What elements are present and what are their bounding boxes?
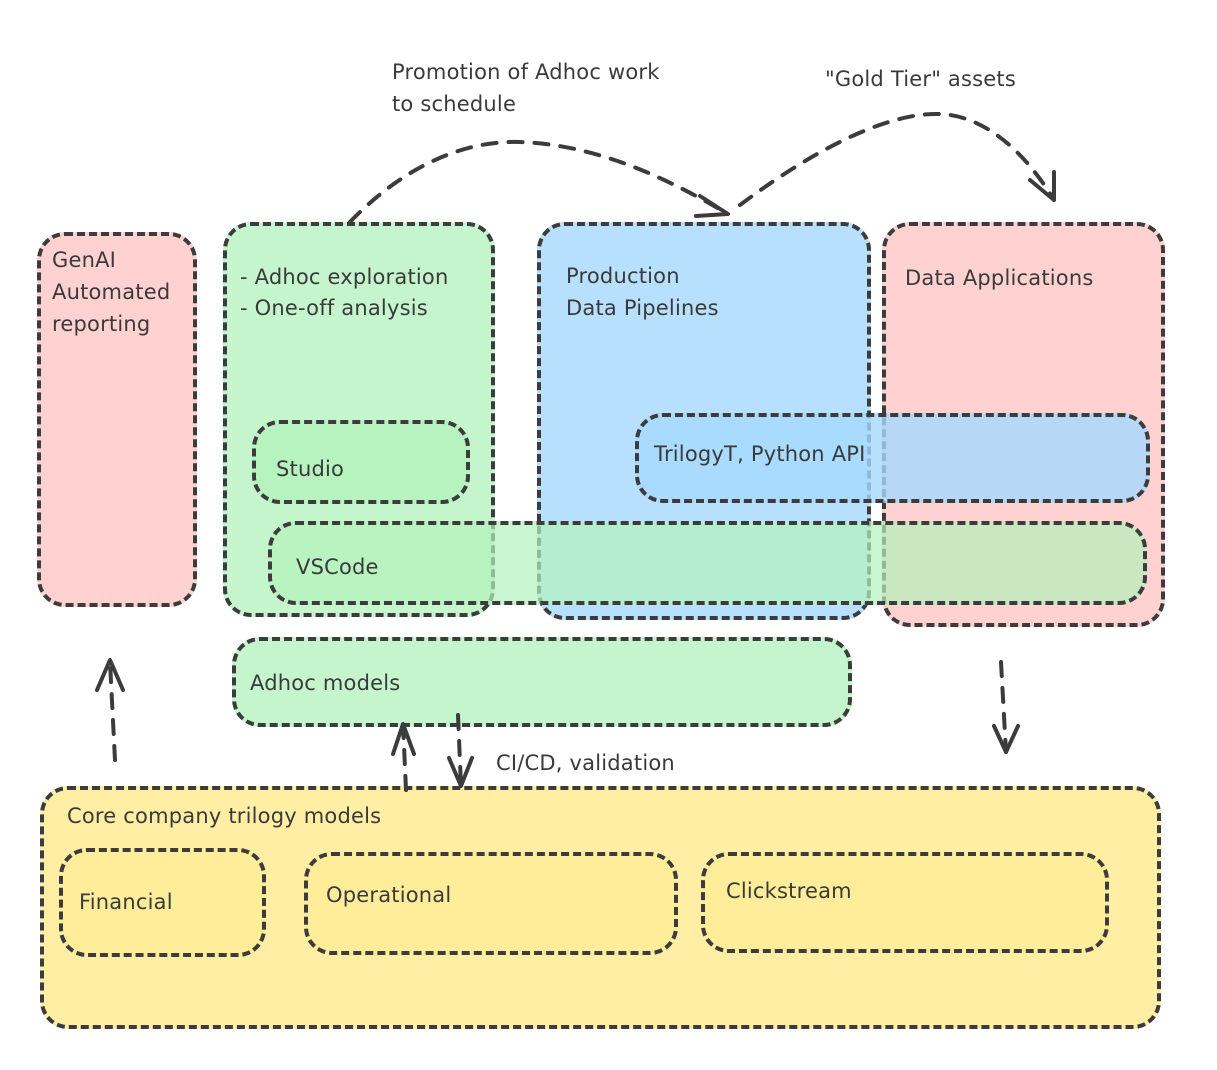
gold-tier-annotation: "Gold Tier" assets: [825, 67, 1016, 91]
operational-label: Operational: [326, 883, 452, 907]
genai-label-line1: GenAI: [52, 248, 117, 272]
core-to-adhoc-arrowhead: [391, 722, 416, 756]
promotion-annotation-line2: to schedule: [392, 92, 517, 116]
operational-box[interactable]: [304, 852, 678, 955]
clickstream-label: Clickstream: [726, 879, 852, 903]
apps-to-core-arrowhead: [992, 724, 1020, 754]
genai-label-line2: Automated: [52, 280, 171, 304]
genai-box[interactable]: [37, 232, 197, 607]
adhoc-models-label: Adhoc models: [250, 671, 401, 695]
trilogyt-python-api-label: TrilogyT, Python API: [654, 442, 866, 466]
clickstream-box[interactable]: [701, 852, 1109, 953]
adhoc-models-box[interactable]: [232, 637, 852, 727]
adhoc-exploration-label-line1: - Adhoc exploration: [240, 265, 449, 289]
gold-tier-arrow: [738, 111, 1056, 207]
gold-tier-arrowhead: [1028, 170, 1056, 202]
trilogyt-python-api-box[interactable]: [635, 413, 1150, 503]
vscode-label: VSCode: [296, 555, 379, 579]
core-to-genai-arrowhead: [95, 658, 125, 692]
adhoc-to-core-arrowhead: [447, 756, 474, 788]
financial-box[interactable]: [59, 848, 266, 957]
promotion-annotation-line1: Promotion of Adhoc work: [392, 60, 660, 84]
core-to-adhoc-arrow: [401, 722, 408, 792]
production-pipelines-label-line1: Production: [566, 264, 680, 288]
studio-box[interactable]: [252, 420, 470, 504]
production-pipelines-label-line2: Data Pipelines: [566, 296, 719, 320]
data-applications-label: Data Applications: [905, 266, 1094, 290]
financial-label: Financial: [79, 890, 173, 914]
cicd-annotation: CI/CD, validation: [496, 751, 675, 775]
core-to-genai-arrow: [108, 660, 117, 762]
adhoc-exploration-label-line2: - One-off analysis: [240, 296, 428, 320]
promotion-arrowhead: [694, 194, 730, 218]
studio-label: Studio: [276, 457, 345, 481]
vscode-box[interactable]: [268, 521, 1147, 605]
genai-label-line3: reporting: [52, 312, 151, 336]
core-models-label: Core company trilogy models: [67, 804, 382, 828]
apps-to-core-arrow: [999, 660, 1008, 754]
promotion-arrow: [348, 139, 730, 224]
